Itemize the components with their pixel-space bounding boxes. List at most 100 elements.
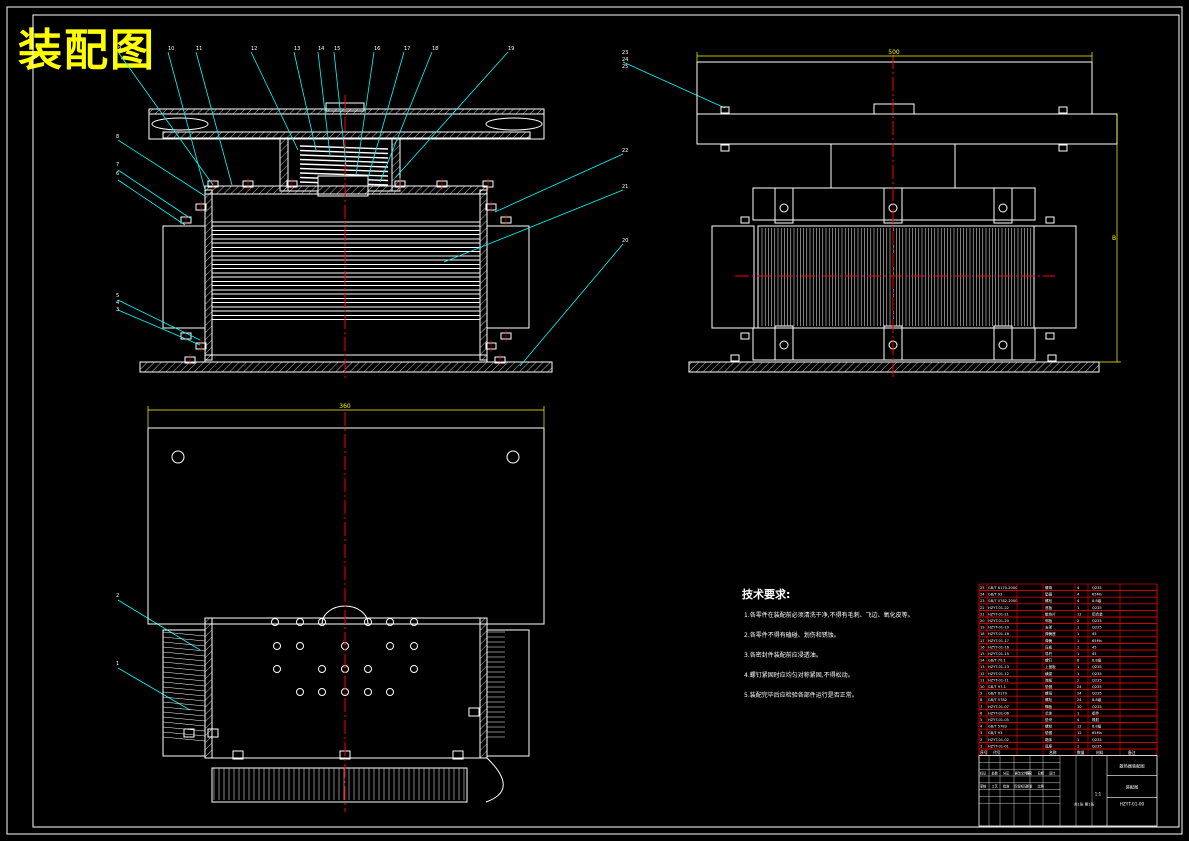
plan-bolt <box>183 728 195 738</box>
bom-cell: Q235 <box>1092 738 1102 742</box>
bom-row <box>978 590 1158 598</box>
plan-side-fin <box>162 676 206 682</box>
bom-cell: GB/T 97.1 <box>988 685 1006 689</box>
plan-side-fin <box>162 686 206 692</box>
box-wall-right <box>479 189 488 361</box>
drawing-number: HZYT-01-00 <box>1120 802 1145 807</box>
leader-number: 14 <box>318 46 324 52</box>
bom-cell: HZYT-01-01 <box>988 744 1009 748</box>
bom-cell: 垫块 <box>1045 717 1053 722</box>
bom-cell: 11 <box>980 678 985 682</box>
bom-cell: 4 <box>1077 586 1080 590</box>
bom-cell: GB/T 6170-2000 <box>988 586 1018 590</box>
bom-cell: 15 <box>980 652 985 656</box>
title-field-label: 更改文件号 <box>1015 771 1031 776</box>
fin <box>211 298 481 303</box>
plan-grid-hole <box>410 618 418 626</box>
spring-coil <box>299 158 389 164</box>
title-field-label: 批准 <box>1003 784 1010 789</box>
leader-line <box>494 153 624 213</box>
tech-req-item: 4.螺钉紧固时应均匀对称紧固,不得松动。 <box>744 672 854 679</box>
plan-side-fin <box>162 651 206 657</box>
plan-grid-hole <box>410 665 418 673</box>
plan-grid-hole <box>364 665 372 673</box>
bom-cell: 12 <box>1077 731 1082 735</box>
bom-cell: 侧板 <box>1045 618 1053 623</box>
fin <box>211 272 481 278</box>
bom-cell: 8.8级 <box>1092 697 1102 702</box>
side-pad-r <box>1033 225 1077 329</box>
tech-req-item: 2.各零件不得有磕碰、划伤和锈蚀。 <box>744 632 840 639</box>
plan-grid-hole <box>364 688 372 696</box>
fin <box>211 238 481 244</box>
bom-cell: 1 <box>1077 744 1079 748</box>
bom-cell: 16 <box>980 645 985 649</box>
leader-number: 9 <box>118 46 121 52</box>
bom-cell: GB/T 93 <box>988 731 1002 735</box>
bom-cell: 2 <box>1077 678 1079 682</box>
side-pad-l <box>711 225 755 329</box>
bom-cell: 螺母 <box>1045 585 1053 590</box>
bom-cell: 24 <box>1077 685 1082 689</box>
bom-cell: 散热片 <box>1045 611 1056 616</box>
bom-cell: 17 <box>980 639 985 643</box>
sheet-count: 共1张 第1张 <box>1074 802 1094 807</box>
leader-number: 15 <box>334 46 340 52</box>
leader-line <box>317 51 331 156</box>
leader-line <box>117 599 201 651</box>
leader-line <box>519 243 624 367</box>
fin <box>211 264 481 269</box>
side-bolt <box>1047 354 1057 362</box>
bom-header-cell: 序号 <box>980 750 988 755</box>
fin <box>211 255 481 261</box>
leader-line <box>250 51 299 151</box>
bom-cell: 导杆 <box>1045 651 1053 656</box>
leader-number: 12 <box>251 46 257 52</box>
plan-side-fin <box>162 736 206 742</box>
bom-cell: 7 <box>980 705 982 709</box>
bom-cell: 4 <box>980 725 983 729</box>
leader-number: 20 <box>622 238 628 244</box>
leader-number: 25 <box>622 64 628 70</box>
bom-cell: 13 <box>980 665 985 669</box>
leader-line <box>355 51 375 176</box>
bom-cell: HZYT-01-15 <box>988 652 1009 656</box>
bom-cell: 6 <box>980 711 983 715</box>
fin <box>211 289 481 295</box>
side-bolt <box>1058 106 1068 114</box>
side-pad-right <box>486 225 530 329</box>
plan-side-fin <box>162 641 206 647</box>
leader-number: 13 <box>294 46 300 52</box>
bom-cell: 5 <box>980 718 982 722</box>
bom-cell: 12 <box>1077 725 1082 729</box>
leader-number: 2 <box>116 593 119 599</box>
bom-cell: 端板 <box>1045 677 1053 682</box>
bom-header-cell: 备注 <box>1128 750 1136 755</box>
clamp-bolt <box>779 203 789 213</box>
bom-cell: 螺栓 <box>1045 724 1053 729</box>
leader-number: 11 <box>196 46 202 52</box>
plan-grid-hole <box>410 642 418 650</box>
plan-side-fin <box>162 706 206 712</box>
bom-cell: 垫圈 <box>1045 592 1053 597</box>
plan-pad-right <box>486 629 530 757</box>
side-pad-left <box>162 225 206 329</box>
plan-grid-hole <box>386 618 394 626</box>
plan-hole <box>171 450 185 464</box>
plan-side-fin <box>162 631 206 637</box>
bom-cell: 橡胶 <box>1092 717 1100 722</box>
clamp-bar <box>993 325 1013 361</box>
leader-number: 3 <box>116 307 119 313</box>
bom-cell: 1 <box>1077 711 1079 715</box>
bom-cell: GB/T 93 <box>988 593 1002 597</box>
plan-side-fin <box>162 696 206 702</box>
leader-number: 4 <box>116 300 119 306</box>
bom-cell: HZYT-01-21 <box>988 612 1009 616</box>
bom-cell: 45 <box>1092 652 1097 656</box>
plan-dimensions <box>147 406 545 428</box>
spring-coil <box>299 167 389 173</box>
plan-side-fin <box>162 721 206 727</box>
spring-coil <box>299 149 389 155</box>
bom-cell: 1 <box>1077 738 1079 742</box>
